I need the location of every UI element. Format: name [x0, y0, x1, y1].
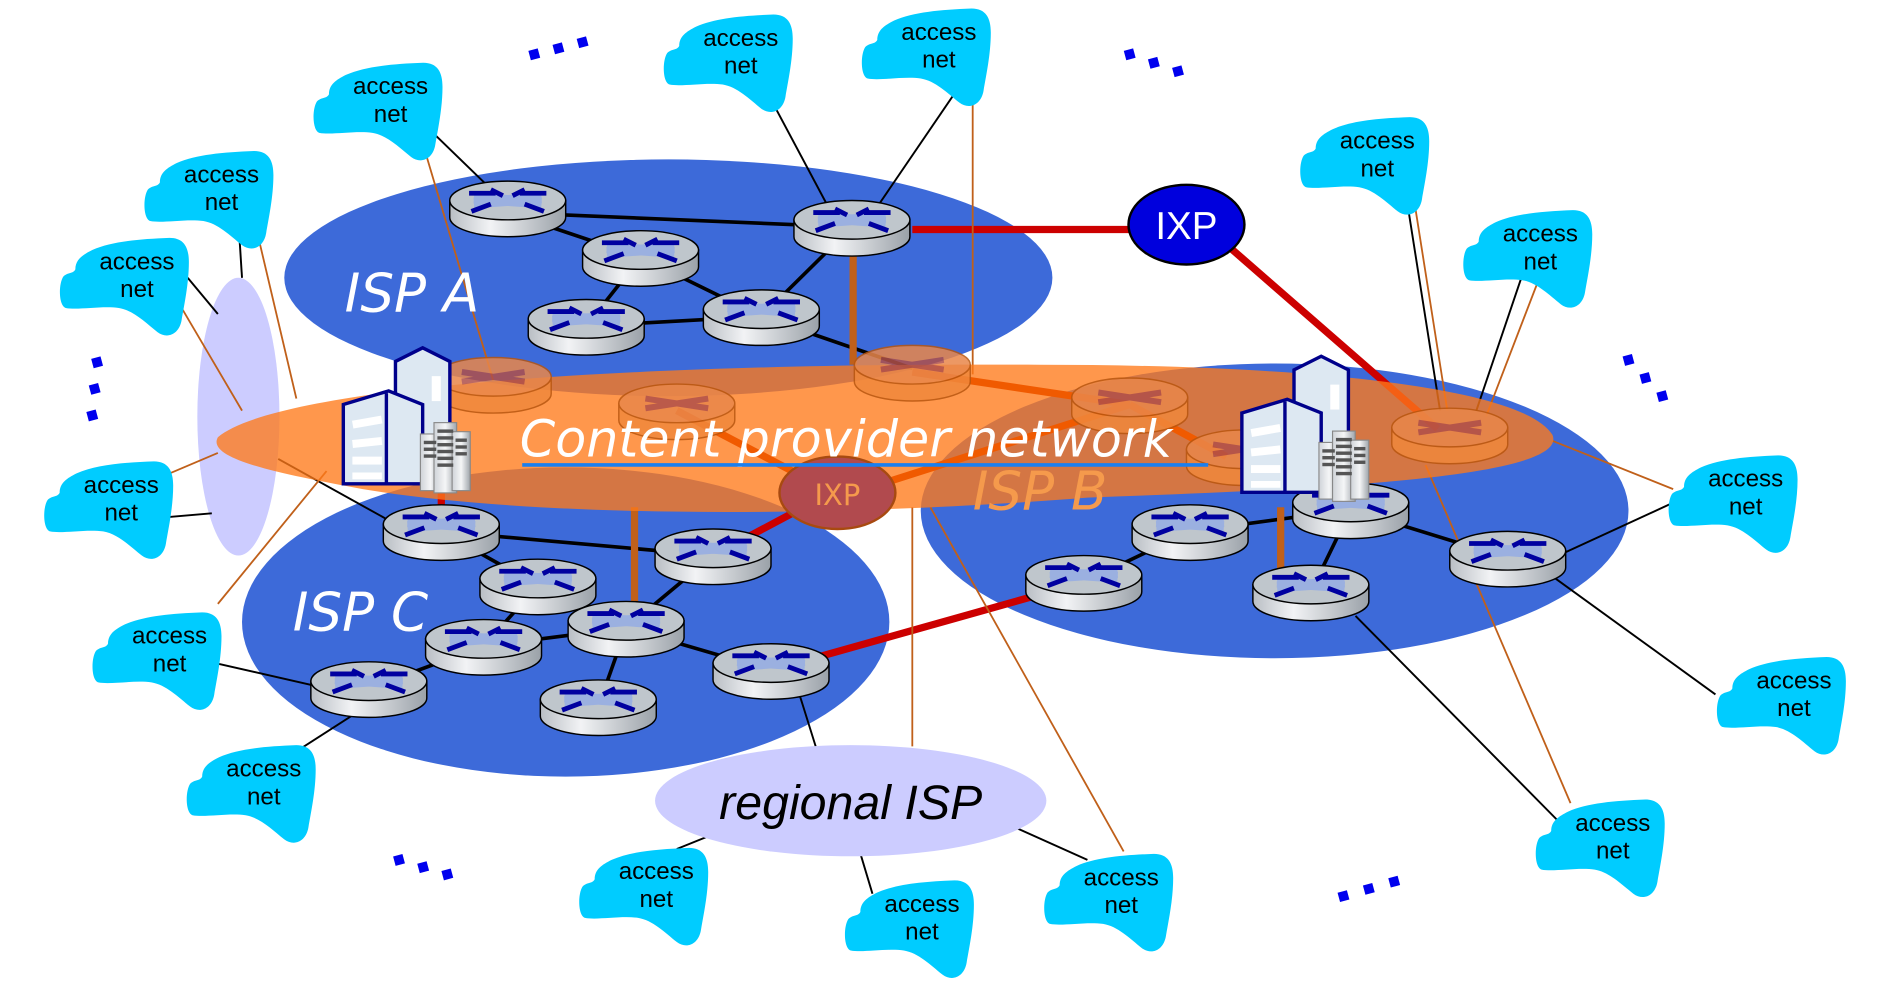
- router-icon[interactable]: [426, 620, 542, 676]
- access-net-label-line1: access: [1708, 466, 1783, 493]
- access-net-label-line2: net: [104, 500, 138, 527]
- access-net-label-line1: access: [1340, 128, 1415, 155]
- access-net-label-line1: access: [1084, 864, 1159, 891]
- router-icon[interactable]: [1026, 556, 1142, 612]
- access-net-label-line1: access: [1756, 667, 1831, 694]
- ellipsis-icon: [1622, 353, 1669, 403]
- router-icon[interactable]: [480, 559, 596, 615]
- regional-isp[interactable]: regional ISP: [655, 745, 1047, 857]
- content-provider-label: Content provider network: [520, 410, 1175, 469]
- ellipsis-icon: [393, 853, 454, 881]
- ellipsis-icon: [1123, 48, 1184, 78]
- cp-router-icon[interactable]: [853, 344, 972, 402]
- router-icon[interactable]: [1450, 531, 1566, 587]
- ellipsis-dots-layer: [86, 36, 1669, 903]
- access-net-label-line2: net: [1729, 493, 1763, 520]
- isp-c-label: ISP C: [293, 581, 428, 643]
- isp-b-label: ISP B: [973, 461, 1108, 523]
- access-net-label-line1: access: [226, 756, 301, 783]
- router-icon[interactable]: [703, 290, 819, 346]
- access-net-label-line2: net: [153, 650, 187, 677]
- access-net-label-line1: access: [84, 472, 159, 499]
- access-nets-layer: accessnetaccessnetaccessnetaccessnetacce…: [44, 8, 1846, 978]
- router-icon[interactable]: [540, 680, 656, 736]
- access-net-label-line1: access: [1575, 810, 1650, 837]
- access-net-label-line1: access: [184, 161, 259, 188]
- access-net-label-line2: net: [1104, 892, 1138, 919]
- ixp-center-label: IXP: [814, 478, 860, 512]
- ellipsis-icon: [528, 36, 589, 61]
- datacenter-icon-left: [341, 346, 472, 495]
- ellipsis-icon: [86, 356, 104, 422]
- cp-router-icon[interactable]: [618, 383, 736, 441]
- router-icon[interactable]: [713, 644, 829, 700]
- router-icon[interactable]: [450, 181, 566, 237]
- access-net-label-line1: access: [884, 891, 959, 918]
- router-icon[interactable]: [794, 200, 910, 256]
- access-net-label-line1: access: [901, 19, 976, 46]
- access-net-label-line2: net: [1777, 695, 1811, 722]
- access-net-label-line2: net: [1596, 838, 1630, 865]
- access-net-label-line2: net: [1524, 248, 1558, 275]
- access-net-label-line2: net: [905, 919, 939, 946]
- access-net-label-line1: access: [353, 73, 428, 100]
- access-net-label-line2: net: [374, 101, 408, 128]
- access-net-label-line1: access: [132, 623, 207, 650]
- access-net-label-line2: net: [1361, 155, 1395, 182]
- access-net-label-line2: net: [205, 189, 239, 216]
- ixp-top[interactable]: IXP: [1127, 183, 1246, 266]
- ellipsis-icon: [1337, 875, 1401, 903]
- access-net-label-line1: access: [1503, 221, 1578, 248]
- ixp-center[interactable]: IXP: [778, 455, 897, 531]
- access-net-label-line1: access: [703, 25, 778, 52]
- router-icon[interactable]: [1253, 565, 1369, 621]
- router-icon[interactable]: [583, 231, 699, 287]
- cp-router-icon[interactable]: [434, 356, 552, 414]
- cp-router-icon[interactable]: [1071, 377, 1189, 435]
- router-icon[interactable]: [568, 601, 684, 657]
- router-icon[interactable]: [383, 505, 499, 561]
- router-icon[interactable]: [1132, 505, 1248, 561]
- access-net-label-line2: net: [247, 783, 281, 810]
- cp-router-icon[interactable]: [1391, 407, 1509, 465]
- regional-isp-label: regional ISP: [719, 776, 982, 830]
- isp-a-label: ISP A: [345, 263, 480, 325]
- access-net-label-line2: net: [639, 886, 673, 913]
- ixp-top-label: IXP: [1155, 205, 1217, 248]
- left-regional-isp: [197, 277, 280, 556]
- access-net-label-line1: access: [99, 248, 174, 275]
- access-net-label-line2: net: [724, 53, 758, 80]
- access-net-label-line1: access: [619, 858, 694, 885]
- access-net-label-line2: net: [120, 276, 154, 303]
- router-icon[interactable]: [655, 529, 771, 585]
- router-icon[interactable]: [311, 662, 427, 718]
- access-net-label-line2: net: [922, 47, 956, 74]
- router-icon[interactable]: [528, 300, 644, 356]
- cp-access-links: [169, 90, 1674, 852]
